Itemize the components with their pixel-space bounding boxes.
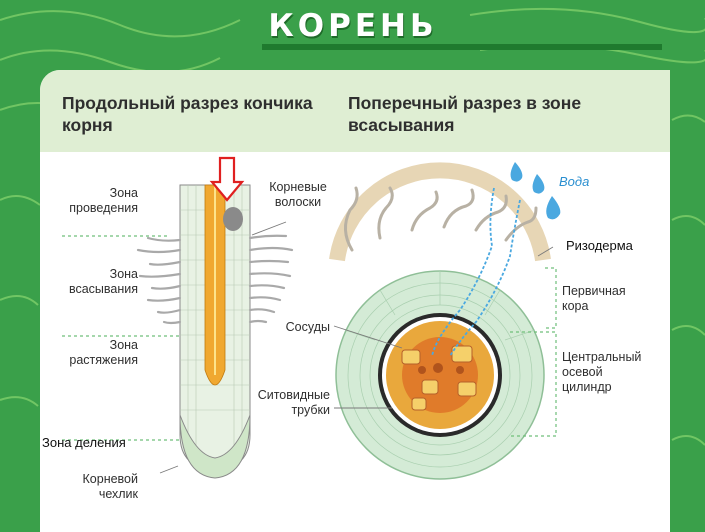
- heading-longitudinal-section: Продольный разрез кончика корня: [62, 93, 313, 135]
- label-central-cylinder: Центральный осевой цилиндр: [562, 350, 642, 394]
- illustration-layer: [62, 156, 561, 480]
- label-elongation-zone: Зона растяжения: [69, 338, 138, 367]
- label-division-zone: Зона деления: [42, 435, 126, 450]
- diagram-title: КОРЕНЬ: [268, 8, 438, 44]
- panel-header-band: [40, 70, 670, 152]
- label-rhizoderm: Ризодерма: [566, 238, 633, 253]
- label-vessels: Сосуды: [285, 320, 330, 334]
- label-primary-cortex: Первичная кора: [562, 284, 626, 313]
- label-conduction-zone: Зона проведения: [69, 186, 138, 215]
- heading-cross-section: Поперечный разрез в зоне всасывания: [348, 93, 582, 135]
- label-root-cap: Корневой чехлик: [82, 472, 138, 501]
- cross-root-section: [329, 162, 561, 480]
- label-root-hairs: Корневые волоски: [269, 180, 327, 209]
- content-panel: Продольный разрез кончика корня Поперечн…: [40, 70, 670, 532]
- label-sieve-tubes: Ситовидные трубки: [257, 388, 330, 417]
- longitudinal-root-section: [62, 156, 294, 479]
- label-water: Вода: [559, 174, 590, 189]
- label-absorption-zone: Зона всасывания: [68, 267, 138, 296]
